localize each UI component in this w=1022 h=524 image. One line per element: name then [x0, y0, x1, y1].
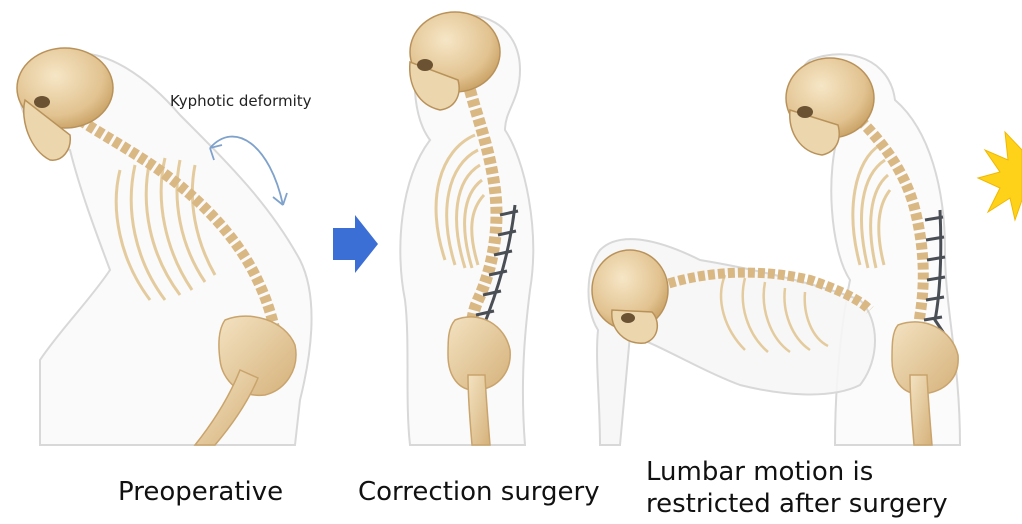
- caption-correction-surgery: Correction surgery: [358, 476, 600, 508]
- kyphotic-deformity-label: Kyphotic deformity: [170, 92, 312, 110]
- caption-restricted-line1: Lumbar motion is: [646, 456, 873, 488]
- pain-burst-icon: [978, 132, 1022, 220]
- caption-preoperative: Preoperative: [118, 476, 283, 508]
- figure-restricted: [588, 54, 1022, 445]
- caption-restricted-line2: restricted after surgery: [646, 488, 948, 520]
- figure-corrected: [400, 12, 533, 445]
- right-arrow-icon: [333, 215, 378, 273]
